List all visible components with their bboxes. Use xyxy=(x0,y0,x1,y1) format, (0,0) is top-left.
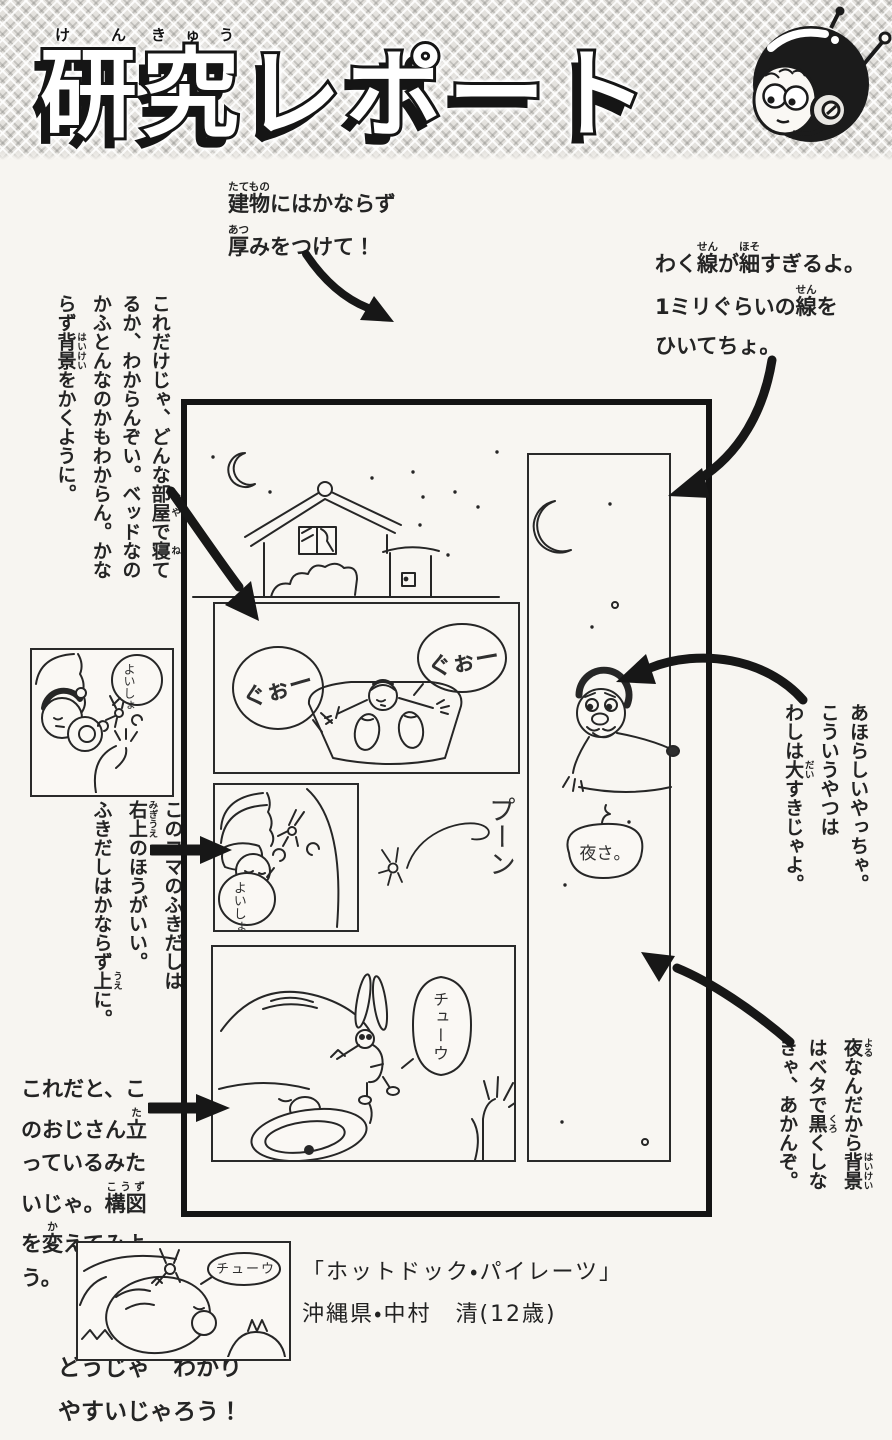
arrow-funny-to-face xyxy=(616,653,808,705)
page-title: 研けん究きゅうレポート xyxy=(37,26,652,151)
heave-bubble xyxy=(111,654,163,706)
heave-bubble xyxy=(218,867,276,926)
bedside-panel: よいしょ xyxy=(213,783,359,933)
sleeping-figure xyxy=(307,679,463,765)
note-i-like-this: あほらしいやっちゃ。 こういうやつは わしは大だいすきじゃよ。 xyxy=(782,703,869,893)
submission-title: 「ホットドック・パイレーツ」 xyxy=(302,1260,624,1285)
mosquito-icon xyxy=(277,809,305,847)
inset1-bubble-text: よいしょ xyxy=(122,663,136,711)
heave-bubble-text: よいしょ xyxy=(230,881,246,933)
star-dots xyxy=(211,450,499,557)
suck-bubble-text: チューウ xyxy=(430,991,449,1063)
submission-credit: 「ホットドック・パイレーツ」 沖縄県・中村 清(12歳) xyxy=(302,1252,623,1336)
house-night-sketch xyxy=(192,450,500,598)
note-draw-background: これだけじゃ、どんな部屋へやで寝ねて るか、わからんぞい。ベッドなの かふとんな… xyxy=(54,294,181,579)
submission-author: 沖縄県・中村 清(12歳) xyxy=(302,1301,557,1327)
night-speech-bubble xyxy=(566,804,644,879)
sleeping-ojisan-head xyxy=(218,990,373,1163)
arrow-composition-note xyxy=(148,1094,230,1122)
mosquito-icon xyxy=(378,847,403,886)
mosquito-icon xyxy=(330,973,400,1105)
snore-bubble-right xyxy=(413,623,507,696)
note-frame-line: わく線せんが細ほそすぎるよ。 1ミリぐらいの線せんを ひいてちょ。 xyxy=(655,241,865,359)
helmet-boy-icon xyxy=(752,6,892,142)
arrow-frameline xyxy=(668,355,777,498)
sleeping-panel: ぐぉー ぐぉー xyxy=(213,602,520,774)
ojisan-character xyxy=(562,666,680,793)
arrow-balloon-note xyxy=(150,836,232,864)
arrow-building-to-house xyxy=(302,250,394,322)
arrow-room-to-panel xyxy=(166,486,259,621)
mosquito-icon xyxy=(151,1248,181,1286)
suck-bubble xyxy=(200,1252,281,1286)
suck-bubble xyxy=(401,976,472,1076)
fly-sfx-text: プーン xyxy=(484,796,515,877)
right-tall-panel: 夜さ。 xyxy=(527,453,680,1162)
moon-icon xyxy=(227,452,256,488)
biting-panel: チューウ xyxy=(211,945,523,1163)
submitted-manga-page: 夜さ。 xyxy=(181,399,712,1217)
moon-icon xyxy=(532,500,572,554)
flying-mosquito-zone: プーン xyxy=(362,790,527,940)
star-dots xyxy=(560,502,631,1124)
note-black-beta: 夜よるなんだから背景はいけい はベタで黒くろくしな きゃ、あかんぞ。 xyxy=(776,1038,873,1190)
raised-hand xyxy=(471,1076,523,1161)
night-bubble-text: 夜さ。 xyxy=(579,844,631,864)
arrow-beta-to-panel xyxy=(641,952,795,1047)
correction-inset-closeup: チューウ xyxy=(76,1241,291,1361)
inset2-bubble-text: チューウ xyxy=(216,1262,277,1277)
correction-inset-bed: よいしょ xyxy=(30,648,174,797)
header-pattern-band: 研けん究きゅうレポート xyxy=(0,0,892,165)
note-building-depth: 建物たてものにはかならず 厚あつみをつけて！ xyxy=(228,181,396,260)
